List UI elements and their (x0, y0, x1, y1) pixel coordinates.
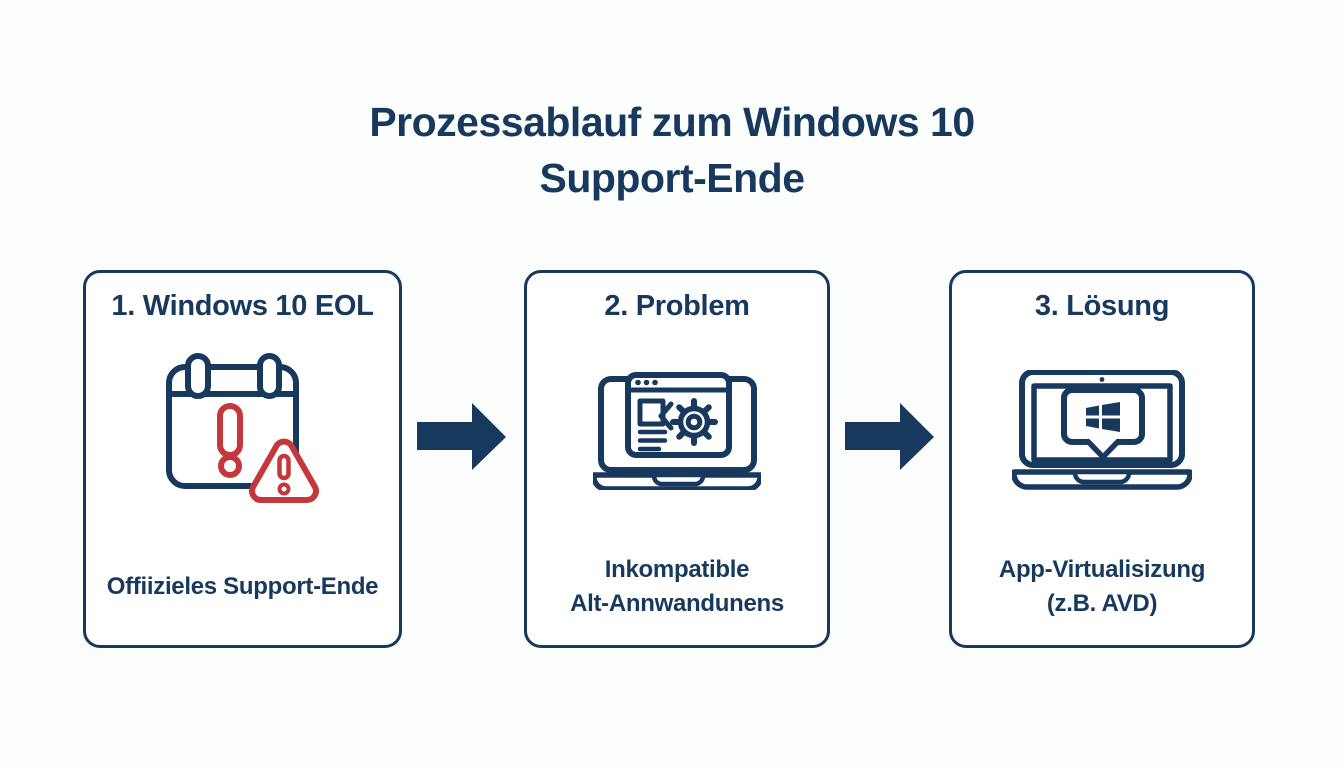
browser-dot (643, 379, 650, 385)
page-title-line-1: Prozessablauf zum Windows 10 (369, 99, 975, 145)
warning-triangle-icon (249, 438, 319, 503)
step2-heading: 2. Problem (604, 290, 750, 322)
step-card-problem: 2. Problem (524, 270, 830, 648)
step3-heading: 3. Lösung (1034, 290, 1170, 322)
legacy-app-browser-icon-svg (593, 371, 761, 490)
step2-caption: Inkompatible Alt-Annwandunens (535, 549, 819, 625)
arrow-right-icon (417, 403, 506, 470)
windows-logo-icon (1086, 401, 1120, 432)
step2-caption-line-1: Inkompatible (604, 556, 750, 583)
legacy-app-browser-icon (527, 348, 827, 513)
arrow-right-icon (845, 403, 934, 470)
calendar-alert-icon-svg (166, 353, 319, 503)
gear-icon (670, 397, 718, 446)
calendar-alert-icon (86, 348, 399, 513)
page-title-line-2: Support-Ende (539, 155, 805, 201)
step3-caption: App-Virtualisizung (z.B. AVD) (960, 549, 1244, 625)
step1-caption: Offiizieles Support-Ende (94, 549, 391, 625)
code-chevron-icon (658, 401, 674, 430)
browser-dot (652, 379, 658, 385)
step2-caption-line-2: Alt-Annwandunens (570, 590, 784, 617)
page-title: Prozessablauf zum Windows 10 Support-End… (0, 94, 1344, 206)
flow-arrow-icon (845, 401, 934, 475)
step1-heading: 1. Windows 10 EOL (111, 290, 374, 322)
speech-bubble (1061, 386, 1145, 460)
laptop-windows-icon (952, 348, 1252, 513)
laptop-windows-icon-svg (1012, 369, 1192, 490)
flow-arrow-icon (417, 401, 506, 475)
step-card-windows10-eol: 1. Windows 10 EOL Offiiz (83, 270, 402, 648)
step-card-loesung: 3. Lösung (949, 270, 1255, 648)
step3-caption-line-1: App-Virtualisizung (998, 556, 1206, 583)
step3-caption-line-2: (z.B. AVD) (1046, 590, 1158, 617)
webcam-dot (1099, 376, 1105, 382)
step1-caption-line-1: Offiizieles Support-Ende (106, 573, 379, 600)
browser-dot (635, 379, 641, 385)
